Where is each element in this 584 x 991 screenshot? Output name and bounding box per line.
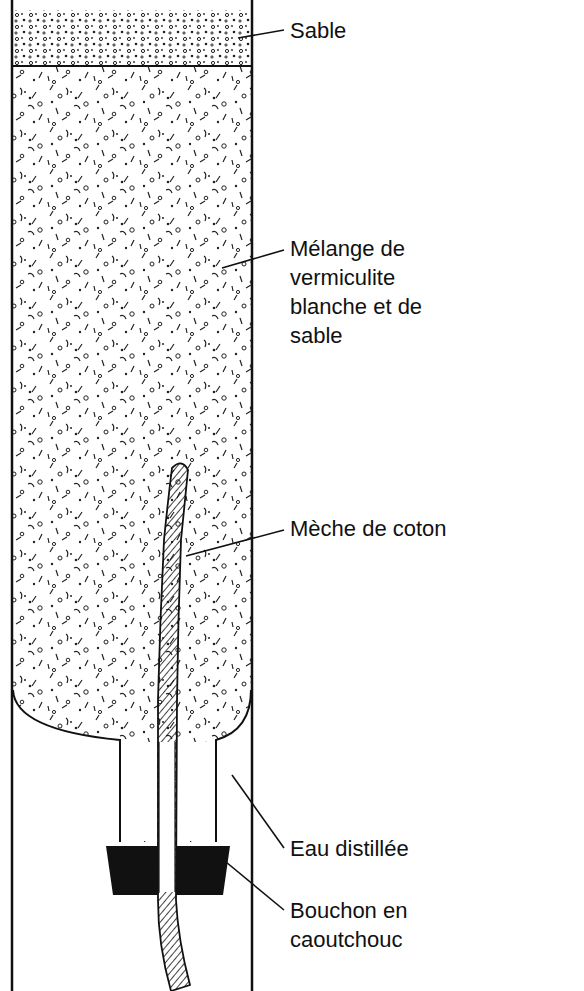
water-label: Eau distillée	[290, 834, 560, 863]
stopper-label: Bouchon en caoutchouc	[290, 896, 440, 954]
mixture-label: Mélange de vermiculite blanche et de sab…	[290, 234, 455, 350]
wick-label: Mèche de coton	[290, 514, 560, 543]
leader-lines	[186, 30, 284, 910]
sand-label: Sable	[290, 16, 490, 45]
